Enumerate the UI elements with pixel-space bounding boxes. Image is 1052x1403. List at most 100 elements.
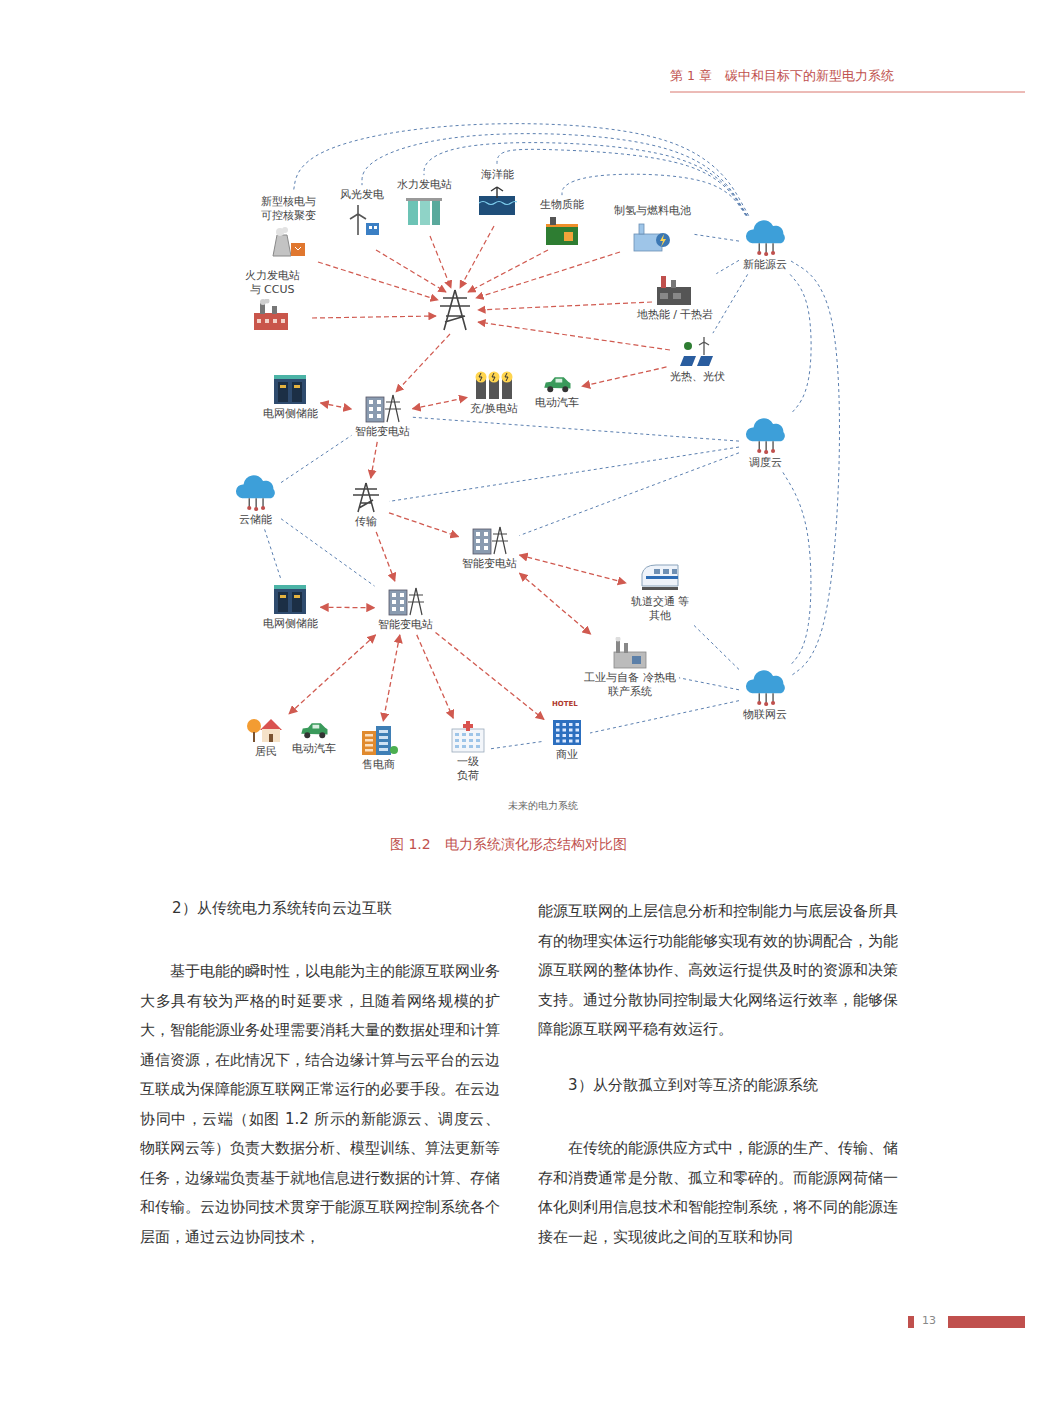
data-link [265, 529, 282, 580]
substation-icon [385, 584, 425, 616]
ev-node: 电动汽车 [292, 720, 336, 756]
storage-icon [270, 583, 310, 615]
node-label: 智能变电站 [378, 618, 433, 632]
power-flow-arrow [436, 632, 545, 719]
node-label: 云储能 [239, 513, 272, 527]
generation-arrows [312, 226, 670, 392]
cloud-node: 物联网云 [742, 669, 788, 722]
page-label: 第 1 章 碳中和目标下的新型电力系统 [670, 68, 894, 85]
solar-node: 光热、光伏 [670, 336, 725, 384]
power-flow-arrow [413, 398, 468, 409]
ocean-icon [477, 184, 517, 216]
cloud-node: 新能源云 [742, 219, 788, 272]
cloud-node: 调度云 [742, 417, 788, 470]
node-label: 售电商 [362, 758, 395, 772]
wind-node: 风光发电 [340, 188, 384, 236]
train-node: 轨道交通 等其他 [629, 561, 691, 623]
data-link [413, 417, 740, 441]
node-label: 轨道交通 等其他 [629, 595, 691, 623]
data-link [520, 453, 740, 536]
node-label: 电网侧储能 [263, 617, 318, 631]
cloud-icon [742, 219, 788, 256]
cloud-icon [742, 417, 788, 454]
node-label: 新能源云 [743, 258, 787, 272]
body-text: 基于电能的瞬时性，以电能为主的能源互联网业务大多具有较为严格的时延要求，且随着网… [140, 957, 500, 1252]
node-label: 地热能 / 干热岩 [637, 308, 714, 322]
node-label: 光热、光伏 [670, 370, 725, 384]
data-link [424, 143, 747, 216]
hydro-icon [404, 194, 444, 226]
node-label: 智能变电站 [355, 425, 410, 439]
thermal-node: 火力发电站 与 CCUS [239, 269, 305, 331]
node-label: 充/换电站 [470, 402, 518, 416]
data-link [281, 435, 352, 482]
industry-node: 工业与自备 冷热电联产系统 [584, 637, 676, 699]
substation-node: 智能变电站 [462, 523, 517, 571]
node-label: 制氢与燃料电池 [614, 204, 691, 218]
cloud-icon [742, 669, 788, 706]
node-label: 火力发电站 与 CCUS [239, 269, 305, 297]
hospital-node: 一级 负荷 [448, 721, 488, 783]
biomass-icon [542, 214, 582, 246]
body-text: 3）从分散孤立到对等互济的能源系统 [568, 1076, 818, 1095]
power-flow-arrow [417, 635, 453, 718]
node-label: 居民 [255, 745, 277, 759]
substation-node: 智能变电站 [355, 391, 410, 439]
data-link [783, 472, 811, 665]
cloud-node: 云储能 [232, 474, 278, 527]
solar-icon [677, 336, 717, 368]
page-mark [908, 1316, 914, 1328]
power-flow-arrow [289, 635, 376, 714]
hotel-icon [547, 714, 587, 746]
wind-icon [342, 204, 382, 236]
body-text: 在传统的能源供应方式中，能源的生产、传输、储存和消费通常是分散、孤立和零碎的。而… [538, 1134, 898, 1252]
node-label: 物联网云 [743, 708, 787, 722]
thermal-icon [252, 299, 292, 331]
nuclear-icon [268, 225, 308, 257]
main-pylon [440, 290, 470, 330]
page-bar [948, 1316, 1025, 1328]
power-flow-arrow [321, 607, 375, 609]
hydro-node: 水力发电站 [397, 178, 452, 226]
data-link [790, 274, 811, 413]
power-flow-arrow [321, 403, 352, 409]
page-label: 13 [922, 1314, 936, 1327]
node-label: 智能变电站 [462, 557, 517, 571]
h2-node: 制氢与燃料电池 [614, 204, 691, 252]
node-label: 水力发电站 [397, 178, 452, 192]
house-node: 居民 [246, 711, 286, 759]
node-label: 一级 负荷 [455, 755, 481, 783]
node-label: 电动汽车 [535, 396, 579, 410]
hospital-icon [448, 721, 488, 753]
data-link [716, 260, 739, 273]
hotel-node: 商业 [547, 714, 587, 762]
power-flow-arrow [520, 555, 627, 583]
charging-icon [474, 368, 514, 400]
storage-node: 电网侧储能 [263, 373, 318, 421]
cloud-icon [232, 474, 278, 511]
industry-icon [610, 637, 650, 669]
power-flow-arrow [582, 367, 667, 386]
pylon-icon [346, 481, 386, 513]
power-flow-arrow [520, 573, 591, 634]
house-icon [246, 711, 286, 743]
biomass-node: 生物质能 [540, 198, 584, 246]
ev-node: 电动汽车 [535, 374, 579, 410]
node-label: 调度云 [749, 456, 782, 470]
header-rule [670, 92, 1025, 93]
storage-node: 电网侧储能 [263, 583, 318, 631]
ev-icon [299, 720, 329, 740]
data-link [713, 274, 748, 333]
power-flow-arrow [389, 513, 459, 537]
mall-node: 售电商 [358, 724, 398, 772]
data-link [389, 447, 739, 501]
node-label: 电动汽车 [292, 742, 336, 756]
nuclear-node: 新型核电与 可控核聚变 [257, 195, 319, 257]
data-link [694, 234, 740, 241]
data-link [679, 678, 739, 690]
storage-icon [270, 373, 310, 405]
body-text: 2）从传统电力系统转向云边互联 [172, 899, 392, 918]
geo-node: 地热能 / 干热岩 [637, 274, 714, 322]
h2-icon [632, 220, 672, 252]
